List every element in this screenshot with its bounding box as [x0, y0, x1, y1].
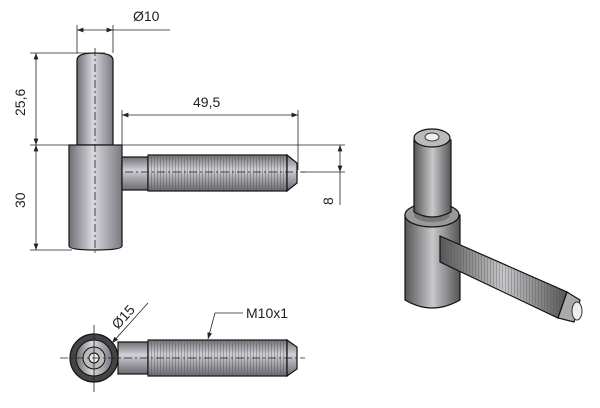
bolt-length-label: 49,5 [193, 94, 220, 110]
front-view [68, 48, 305, 256]
top-view: Ø15 M10x1 [60, 301, 305, 392]
pin-height-label: 25,6 [12, 89, 28, 116]
body-diameter-label: Ø15 [108, 301, 138, 332]
isometric-view [404, 128, 583, 323]
hinge-body [68, 144, 123, 251]
bolt-tip [286, 153, 298, 193]
thread-label: M10x1 [246, 305, 288, 321]
bolt-offset-label: 8 [320, 197, 336, 205]
pin-diameter-label: Ø10 [133, 8, 160, 24]
bolt-neck [121, 156, 149, 191]
dimensions: Ø10 25,6 30 49,5 8 [12, 8, 345, 251]
body-height-label: 30 [12, 192, 28, 208]
